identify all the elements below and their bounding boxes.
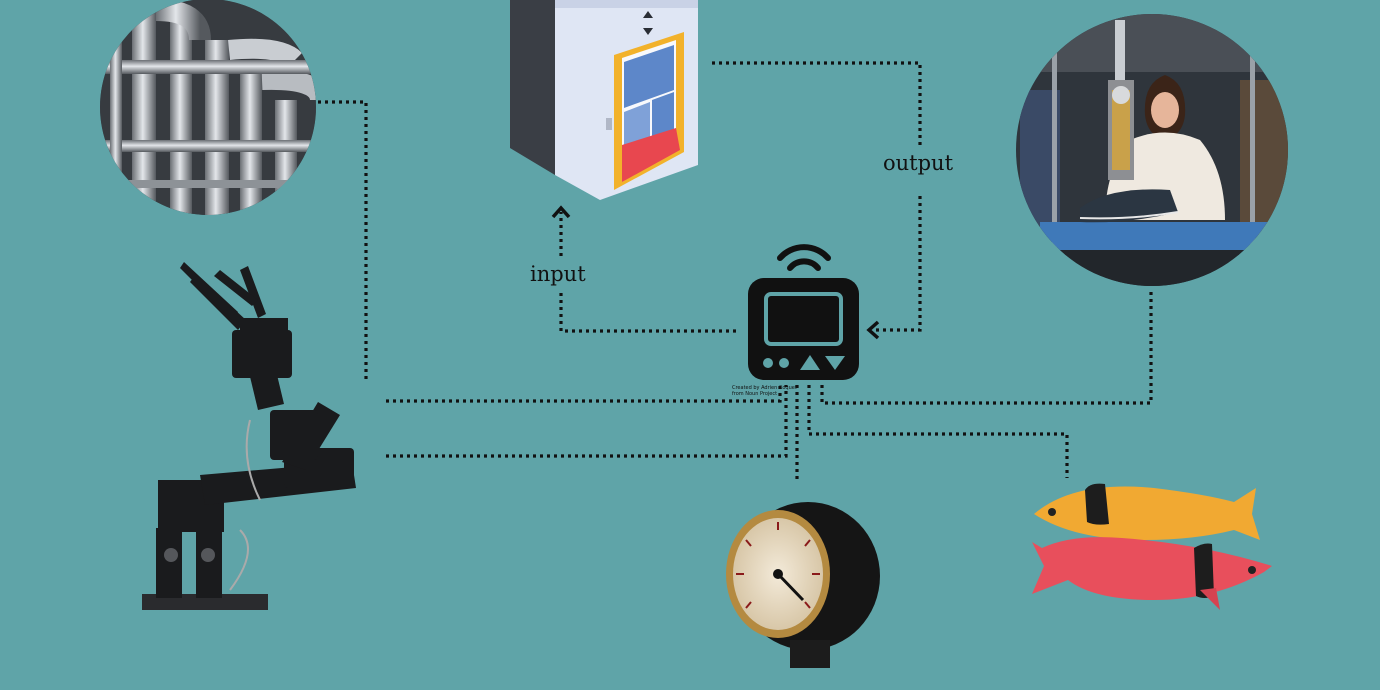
connector-robot-arm-upper	[386, 385, 782, 403]
pressure-gauge-image	[726, 502, 880, 668]
icon-credit: Created by Adrien Coquet from Noun Proje…	[732, 385, 797, 397]
elevator-icon	[510, 0, 698, 200]
icon-credit-line-1: Created by Adrien Coquet	[732, 385, 797, 391]
wireless-controller-icon	[748, 244, 859, 380]
connector-robot-arm-lower	[386, 385, 788, 458]
connectors	[318, 61, 1153, 480]
connector-output-device	[872, 196, 922, 332]
icon-credit-line-2: from Noun Project	[732, 391, 778, 397]
robotic-fish-image	[1032, 483, 1272, 610]
connector-fish	[807, 385, 1069, 478]
connector-prosthetic	[820, 290, 1153, 405]
robotic-arm-image	[142, 262, 356, 610]
input-label: input	[530, 262, 586, 286]
output-label: output	[883, 151, 954, 175]
connector-elevator-output	[712, 61, 922, 148]
input-arrow-head-icon	[551, 205, 571, 219]
connector-pipes	[318, 100, 368, 382]
connector-device-input	[559, 292, 736, 333]
industrial-pipes-image	[100, 0, 316, 215]
prosthetic-leg-photo	[1016, 14, 1288, 286]
output-arrow-head-icon	[866, 320, 880, 340]
